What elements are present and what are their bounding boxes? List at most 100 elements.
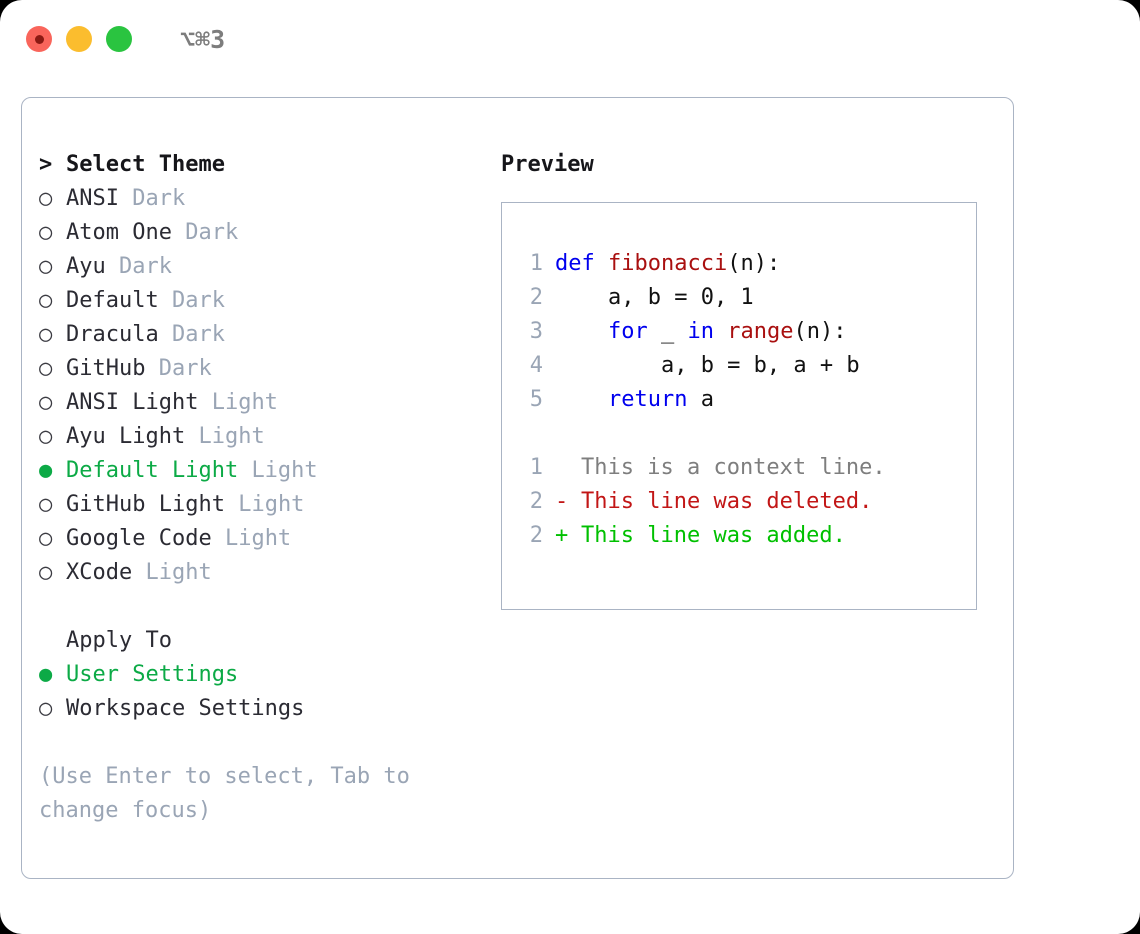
code-token: a: [687, 387, 714, 412]
theme-list-item-selected[interactable]: ● Default Light Light: [39, 454, 489, 488]
code-token: a, b = b, a + b: [555, 353, 860, 378]
diff-text: This is a context line.: [581, 455, 886, 480]
theme-category-label: Light: [198, 424, 265, 449]
theme-list-item[interactable]: ○ GitHub Dark: [39, 352, 489, 386]
radio-empty-icon: ○: [39, 322, 53, 347]
radio-empty-icon: ○: [39, 390, 53, 415]
diff-sample: 1 This is a context line. 2-This line wa…: [515, 451, 970, 553]
theme-name: Default: [66, 288, 159, 313]
theme-category-label: Dark: [132, 186, 186, 211]
code-token: [714, 319, 727, 344]
apply-to-item-selected[interactable]: ● User Settings: [39, 658, 489, 692]
theme-name: Ayu: [66, 254, 106, 279]
theme-name: ANSI: [66, 186, 119, 211]
theme-list-item[interactable]: ○Ayu Light Light: [39, 420, 489, 454]
theme-name: Default Light: [66, 458, 239, 483]
theme-list-item[interactable]: ○Default Dark: [39, 284, 489, 318]
code-token: return: [607, 387, 688, 412]
radio-empty-icon: ○: [39, 424, 53, 449]
theme-list-item[interactable]: ○ ANSI Dark: [39, 182, 489, 216]
theme-name: ANSI Light: [66, 390, 199, 415]
code-token: (n):: [727, 251, 781, 276]
theme-list-item[interactable]: ○ Atom One Dark: [39, 216, 489, 250]
theme-name: Dracula: [66, 322, 159, 347]
theme-name: Atom One: [66, 220, 172, 245]
line-number: 1: [529, 251, 543, 276]
apply-to-header-label: Apply To: [66, 628, 172, 653]
theme-category-label: Dark: [119, 254, 172, 279]
close-button[interactable]: [26, 26, 52, 52]
preview-title: Preview: [501, 152, 594, 177]
code-token: fibonacci: [607, 251, 728, 276]
diff-line-added: 2+This line was added.: [515, 519, 970, 553]
code-token: for: [607, 319, 648, 344]
line-number: 5: [529, 387, 543, 412]
theme-category-label: Dark: [171, 322, 225, 347]
apply-to-item[interactable]: ○ Workspace Settings: [39, 692, 489, 726]
code-line: 2 a, b = 0, 1: [515, 281, 970, 315]
minimize-button[interactable]: [66, 26, 92, 52]
radio-selected-icon: ●: [39, 662, 53, 687]
radio-empty-icon: ○: [39, 254, 53, 279]
diff-line-deleted: 2-This line was deleted.: [515, 485, 970, 519]
theme-name: XCode: [66, 560, 133, 585]
code-token: [555, 319, 608, 344]
code-line: 5 return a: [515, 383, 970, 417]
select-theme-header: > Select Theme: [39, 148, 489, 182]
radio-empty-icon: ○: [39, 696, 53, 721]
theme-list-item[interactable]: ○ Ayu Dark: [39, 250, 489, 284]
theme-category-label: Light: [145, 560, 212, 585]
line-number: 3: [529, 319, 543, 344]
theme-name: GitHub Light: [66, 492, 225, 517]
theme-category-label: Light: [224, 526, 292, 551]
radio-empty-icon: ○: [39, 356, 53, 381]
theme-category-label: Dark: [158, 356, 212, 381]
apply-to-label: User Settings: [66, 662, 239, 687]
line-number: 2: [529, 489, 543, 514]
code-token: def: [555, 251, 608, 276]
code-token: a, b = 0, 1: [555, 285, 754, 310]
caret-icon: >: [39, 152, 53, 177]
keyboard-shortcut-label: ⌥⌘3: [180, 24, 226, 54]
apply-to-header: Apply To: [39, 624, 489, 658]
code-token: range: [727, 319, 794, 344]
radio-selected-icon: ●: [39, 458, 53, 483]
theme-category-label: Light: [251, 458, 318, 483]
theme-category-label: Dark: [171, 288, 225, 313]
line-number: 1: [529, 455, 543, 480]
theme-name: GitHub: [66, 356, 146, 381]
header-indent: [39, 624, 66, 658]
theme-list-item[interactable]: ○Google Code Light: [39, 522, 489, 556]
code-token: (n):: [793, 319, 847, 344]
apply-to-label: Workspace Settings: [66, 696, 305, 721]
maximize-button[interactable]: [106, 26, 132, 52]
diff-line-context: 1 This is a context line.: [515, 451, 970, 485]
theme-list-item[interactable]: ○ GitHub Light Light: [39, 488, 489, 522]
line-number: 2: [529, 523, 543, 548]
theme-list-item[interactable]: ○ XCode Light: [39, 556, 489, 590]
line-number: 2: [529, 285, 543, 310]
diff-marker: [555, 451, 581, 485]
code-line: 3 for _ in range(n):: [515, 315, 970, 349]
window-controls: [26, 26, 132, 52]
theme-category-label: Light: [238, 492, 305, 517]
section-spacer: [39, 590, 489, 624]
radio-empty-icon: ○: [39, 560, 53, 585]
radio-empty-icon: ○: [39, 526, 53, 551]
code-token: _: [647, 319, 688, 344]
theme-category-label: Dark: [185, 220, 239, 245]
radio-empty-icon: ○: [39, 220, 53, 245]
radio-empty-icon: ○: [39, 492, 53, 517]
diff-marker-plus-icon: +: [555, 523, 569, 548]
theme-list-item[interactable]: ○ ANSI Light Light: [39, 386, 489, 420]
radio-empty-icon: ○: [39, 186, 53, 211]
select-theme-header-label: Select Theme: [66, 152, 225, 177]
theme-category-label: Light: [211, 390, 278, 415]
line-number: 4: [529, 353, 543, 378]
keyboard-hint-text: (Use Enter to select, Tab to change focu…: [39, 764, 424, 823]
theme-list-item[interactable]: ○ Dracula Dark: [39, 318, 489, 352]
